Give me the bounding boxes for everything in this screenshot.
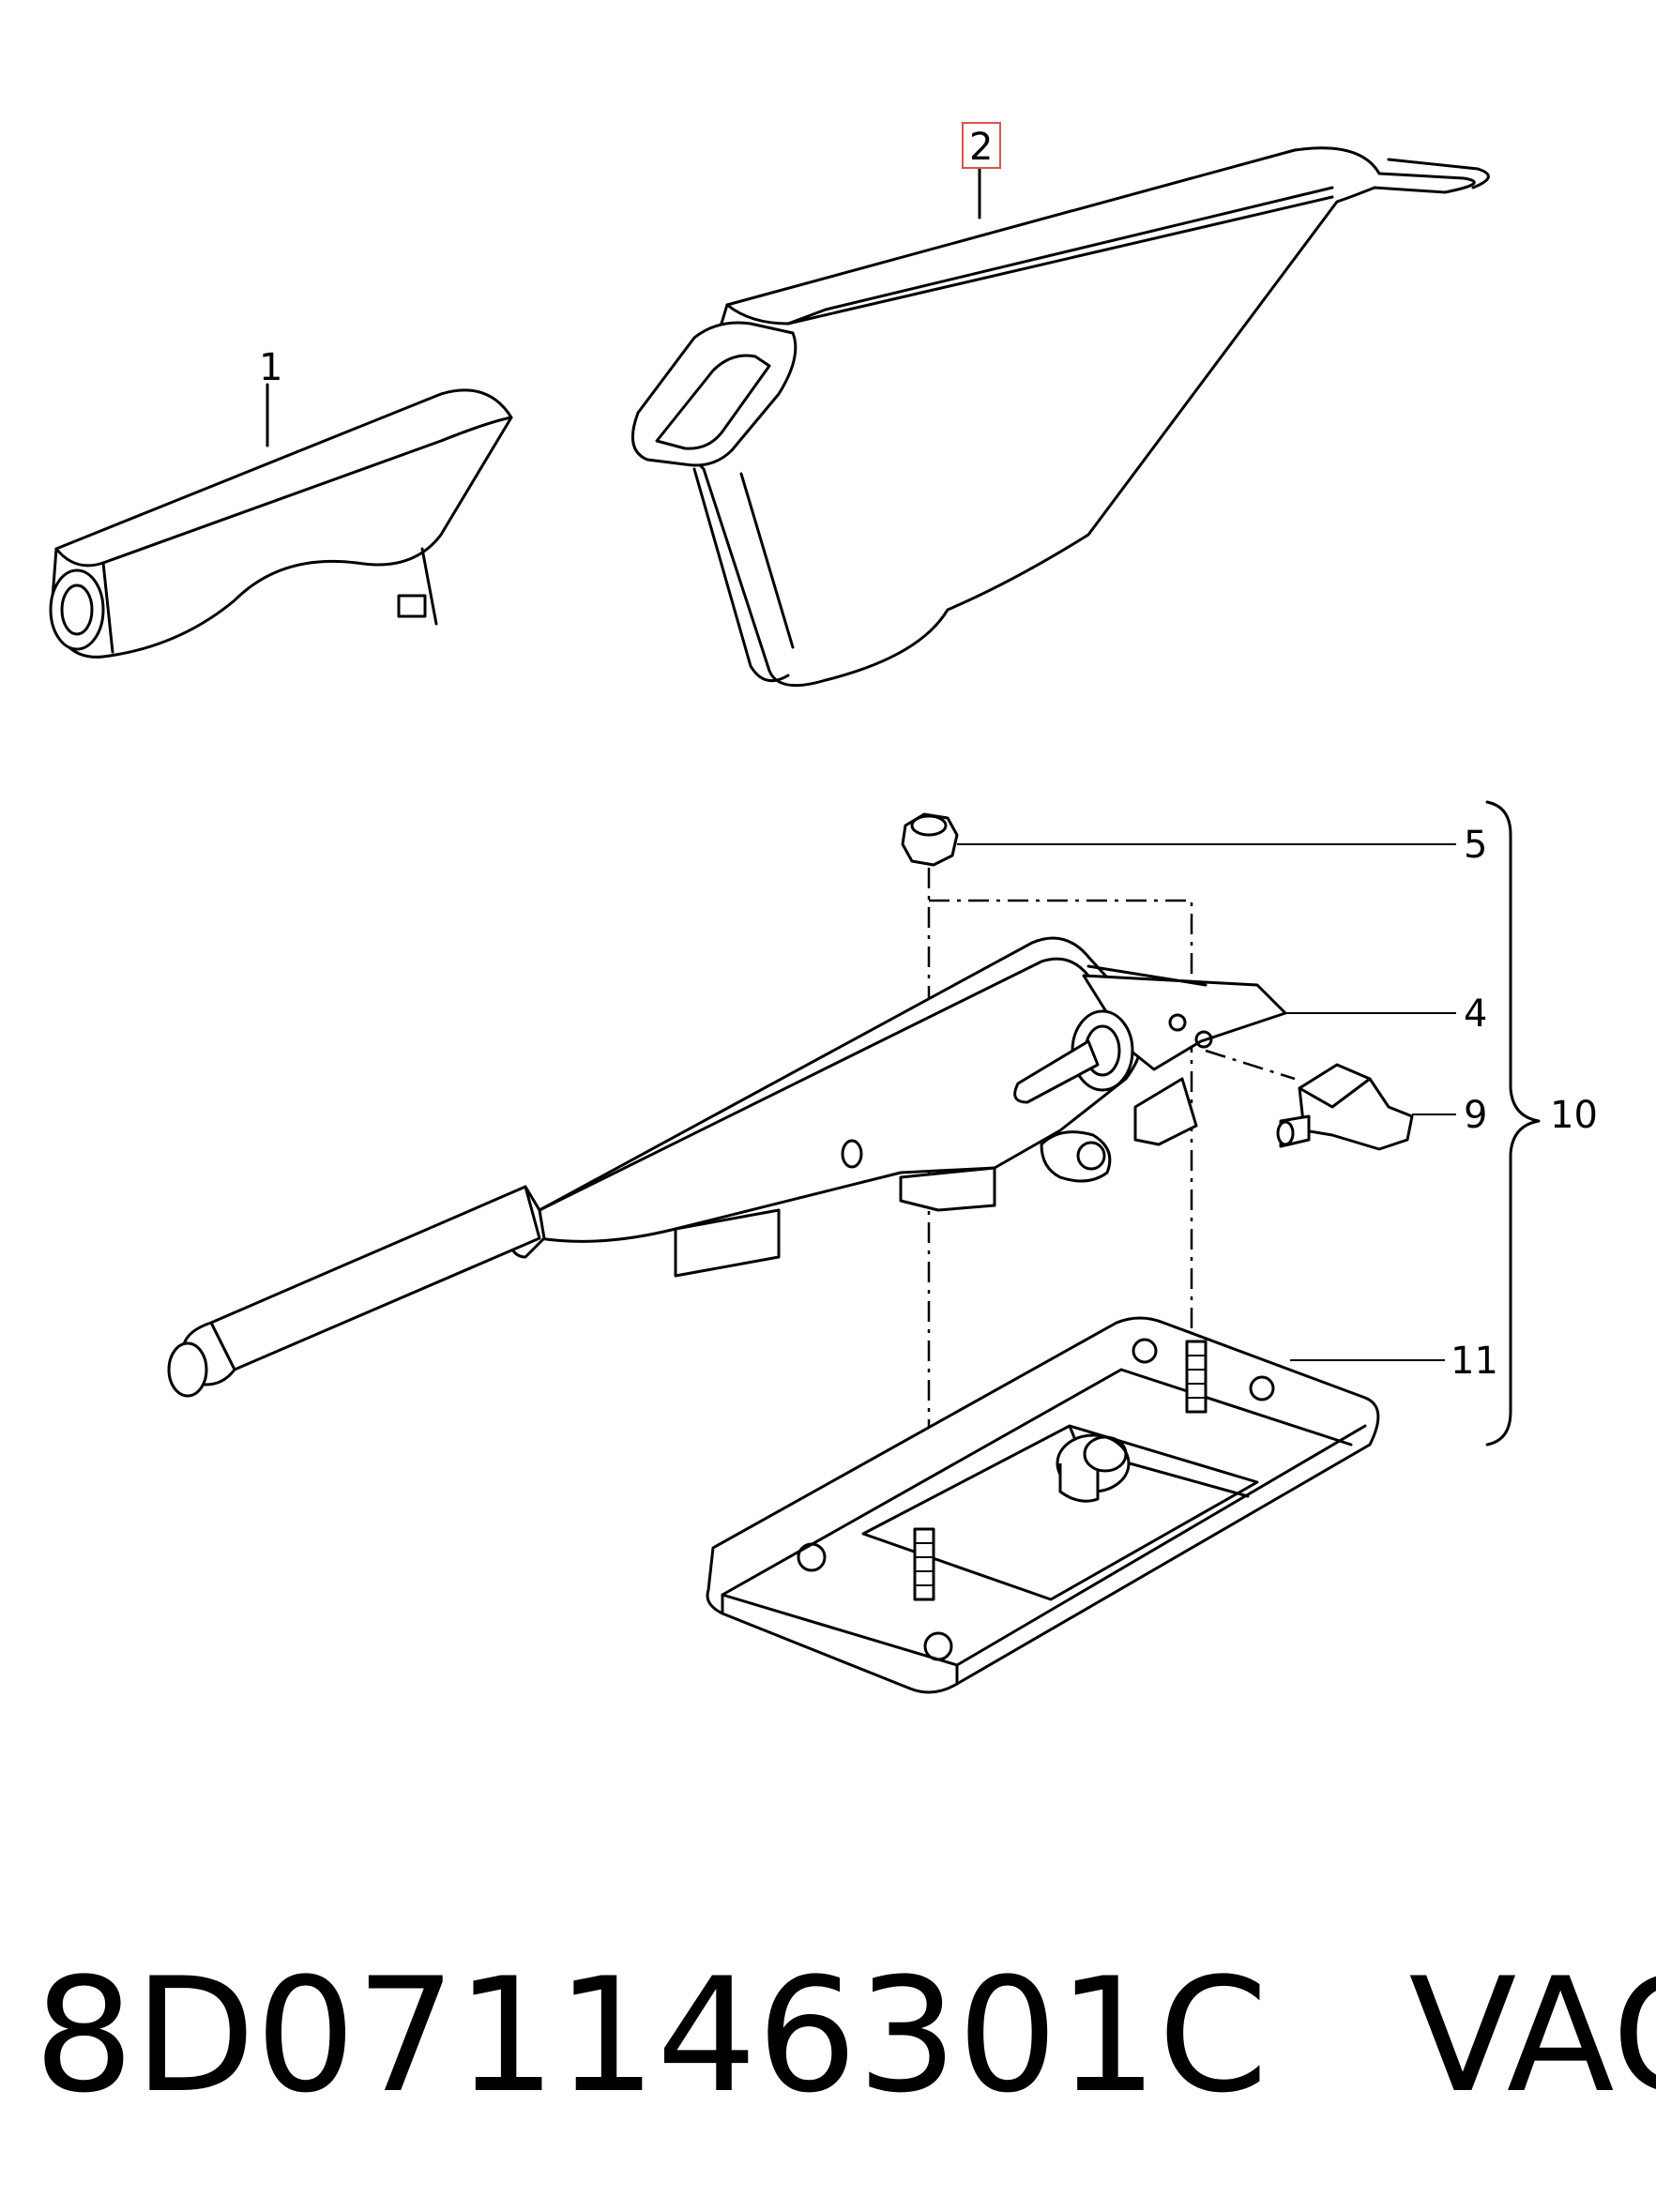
part-number: 8D071146301C	[34, 1944, 1269, 2128]
callout-11: 11	[1451, 1340, 1498, 1383]
callout-2: 2	[969, 126, 993, 169]
caption: 8D071146301C VAG	[34, 1932, 1656, 2139]
parking-brake-exploded-diagram: 1 2 5 4 9 10 11	[49, 122, 1598, 1694]
callout-2-highlight-box	[962, 122, 1001, 169]
callout-4: 4	[1464, 992, 1487, 1036]
callout-10: 10	[1550, 1094, 1598, 1137]
group-brace-10	[1485, 800, 1541, 1447]
part-9-switch	[1276, 1063, 1456, 1151]
brand-name: VAG	[1408, 1944, 1656, 2128]
callout-1: 1	[259, 346, 282, 389]
callout-5: 5	[1464, 824, 1487, 867]
part-11-base-plate	[706, 1316, 1445, 1694]
callout-9: 9	[1464, 1094, 1487, 1137]
part-2-boot-cover	[630, 122, 1490, 688]
part-5-nut	[901, 812, 1456, 867]
parking-brake-lever	[167, 936, 1456, 1398]
part-1-handle-grip	[49, 383, 513, 659]
